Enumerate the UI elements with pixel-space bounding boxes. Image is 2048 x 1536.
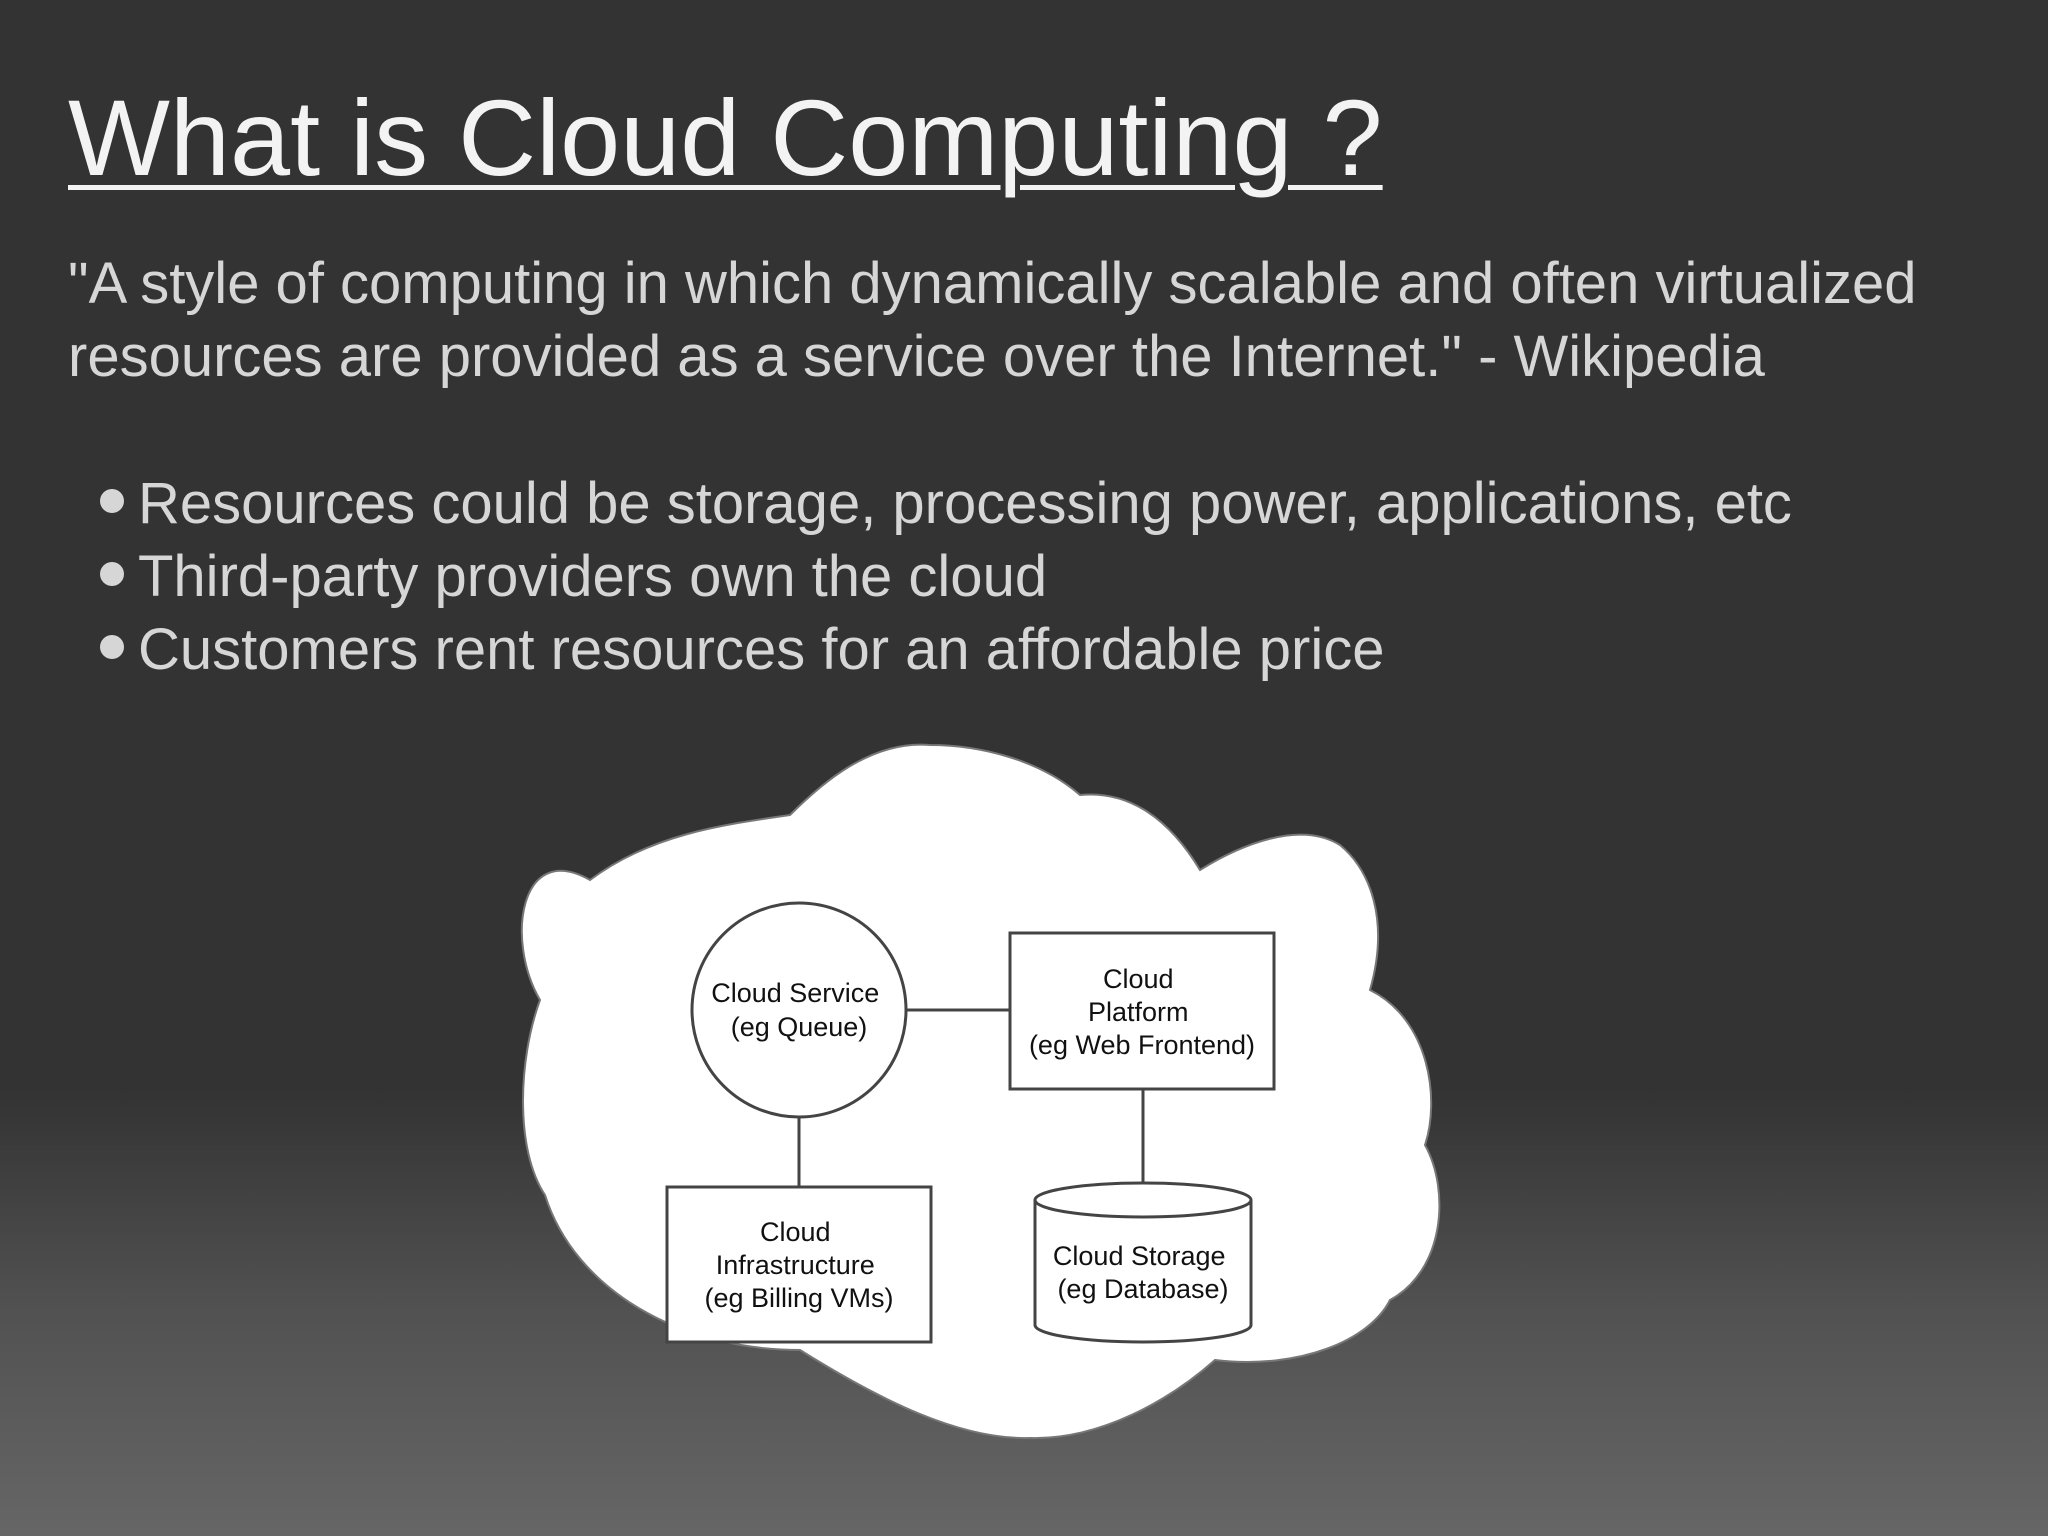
bullet-item: Resources could be storage, processing p… [100,467,1792,540]
slide-title: What is Cloud Computing ? [68,77,1383,198]
cloud-storage-node [1033,1181,1253,1344]
bullet-dot-icon [100,635,124,659]
cloud-platform-node [1008,931,1276,1091]
bullet-dot-icon [100,562,124,586]
cloud-service-label: Cloud Service (eg Queue) [711,978,887,1042]
bullet-text: Third-party providers own the cloud [138,544,1048,609]
cloud-service-node [690,901,908,1119]
bullet-text: Customers rent resources for an affordab… [138,617,1385,682]
cloud-infrastructure-node [665,1185,933,1344]
bullet-item: Customers rent resources for an affordab… [100,613,1792,686]
cloud-storage-label: Cloud Storage (eg Database) [1053,1241,1233,1304]
cloud-shape [520,743,1441,1440]
bullet-dot-icon [100,489,124,513]
bullet-item: Third-party providers own the cloud [100,540,1792,613]
bullet-text: Resources could be storage, processing p… [138,471,1792,536]
cloud-platform-label: Cloud Platform (eg Web Frontend) [1029,964,1255,1060]
bullet-list: Resources could be storage, processing p… [100,467,1792,686]
wikipedia-quote: "A style of computing in which dynamical… [68,251,1917,389]
cloud-infrastructure-label: Cloud Infrastructure (eg Billing VMs) [704,1217,893,1313]
